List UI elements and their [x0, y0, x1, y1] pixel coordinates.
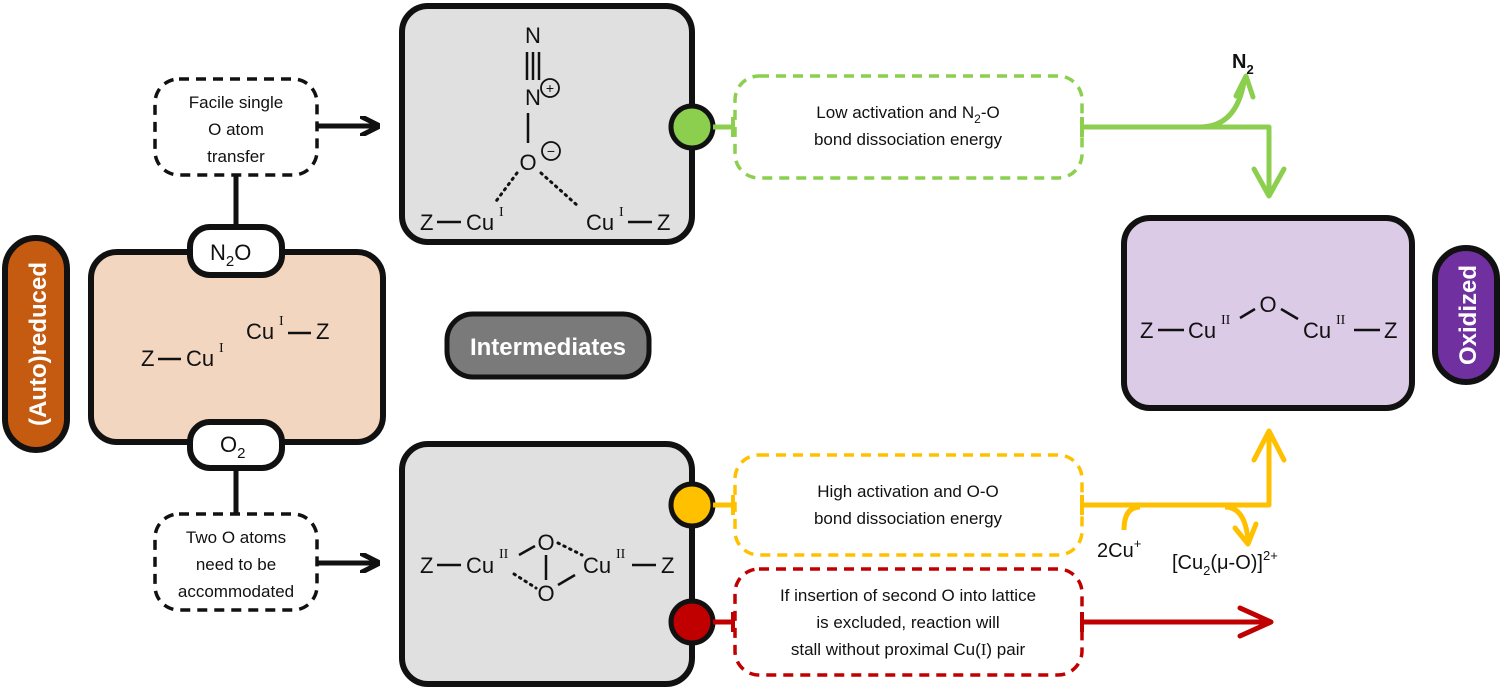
cu-atom: Cu — [186, 346, 214, 371]
svg-text:Facile single: Facile single — [189, 93, 284, 112]
red-pathway-line-3: stall without proximal Cu(I) pair — [791, 640, 1026, 659]
svg-text:+: + — [546, 80, 554, 96]
svg-text:bond dissociation energy: bond dissociation energy — [814, 130, 1003, 149]
svg-text:−: − — [547, 143, 555, 159]
red-pathway: If insertion of second O into lattice is… — [668, 567, 1274, 677]
svg-text:need to be: need to be — [196, 555, 276, 574]
svg-text:O atom: O atom — [208, 120, 264, 139]
oxidation-state: I — [279, 314, 284, 329]
svg-text:High activation and O-O: High activation and O-O — [817, 482, 998, 501]
arrow-up-icon — [1251, 428, 1287, 463]
oxidized-badge: Oxidized — [1432, 245, 1500, 385]
svg-text:II: II — [616, 547, 626, 562]
svg-text:transfer: transfer — [207, 147, 265, 166]
svg-text:II: II — [1336, 313, 1346, 328]
reduced-badge-label: (Auto)reduced — [25, 262, 52, 426]
z-atom: Z — [316, 319, 329, 344]
arrow-down-icon — [1232, 521, 1259, 547]
svg-text:Z: Z — [420, 553, 433, 578]
svg-text:Z: Z — [657, 210, 670, 235]
n2o-reactant-pill: N2O — [187, 175, 285, 278]
svg-text:Two O atoms: Two O atoms — [186, 528, 286, 547]
yellow-status-dot — [668, 481, 716, 529]
svg-text:Z: Z — [1384, 318, 1397, 343]
intermediates-badge: Intermediates — [444, 311, 652, 380]
green-status-dot — [668, 103, 716, 151]
negative-charge-icon — [541, 141, 561, 161]
intermediate-o2-box: Z Cu II O O Cu II Z — [399, 441, 695, 687]
reduced-badge: (Auto)reduced — [2, 235, 70, 453]
svg-text:Cu: Cu — [1303, 318, 1331, 343]
o2-reactant-pill: O2 — [187, 419, 285, 514]
n2-product: N2 — [1232, 51, 1254, 77]
svg-text:If insertion of second O into: If insertion of second O into lattice — [780, 586, 1036, 605]
svg-text:is excluded, reaction will: is excluded, reaction will — [816, 613, 999, 632]
svg-text:N: N — [525, 23, 541, 48]
svg-text:I: I — [619, 205, 624, 220]
svg-text:Z: Z — [1140, 318, 1153, 343]
svg-text:O: O — [519, 150, 536, 175]
svg-text:II: II — [499, 547, 509, 562]
oxidation-state: I — [219, 341, 224, 356]
cu-atom: Cu — [246, 319, 274, 344]
svg-text:Cu: Cu — [466, 553, 494, 578]
svg-text:Cu: Cu — [583, 553, 611, 578]
svg-text:O: O — [537, 530, 554, 555]
svg-text:O: O — [537, 581, 554, 606]
yellow-pathway: High activation and O-O bond dissociatio… — [668, 428, 1287, 578]
green-pathway: Low activation and N2-O bond dissociatio… — [668, 51, 1287, 199]
svg-text:O: O — [1259, 292, 1276, 317]
svg-text:I: I — [499, 205, 504, 220]
oxidized-badge-label: Oxidized — [1455, 265, 1482, 365]
cu-plus-reactant: 2Cu+ — [1097, 536, 1141, 562]
o2-label: O2 — [220, 432, 245, 462]
svg-text:Z: Z — [420, 210, 433, 235]
intermediate-n2o-box: N N + O − Z Cu I Cu I Z — [399, 3, 695, 245]
svg-text:Cu: Cu — [586, 210, 614, 235]
red-status-dot — [668, 598, 716, 646]
cu2-mu-o-product: [Cu2(μ-O)]2+ — [1172, 548, 1278, 578]
svg-text:bond dissociation energy: bond dissociation energy — [814, 509, 1003, 528]
n2o-label: N2O — [210, 240, 251, 270]
intermediates-badge-label: Intermediates — [470, 334, 626, 361]
positive-charge-icon — [540, 78, 560, 98]
svg-text:Z: Z — [661, 553, 674, 578]
svg-text:N: N — [525, 85, 541, 110]
arrow-right-icon — [1237, 605, 1274, 639]
note-n2o-path: Facile single O atom transfer — [153, 77, 378, 177]
svg-text:accommodated: accommodated — [178, 582, 294, 601]
oxidized-state-box: Z Cu II O Cu II Z — [1121, 215, 1415, 411]
green-pathway-line-1: Low activation and N2-O — [816, 103, 999, 126]
arrow-up-icon — [1233, 73, 1256, 100]
arrow-down-icon — [1251, 166, 1287, 199]
svg-text:Cu: Cu — [1188, 318, 1216, 343]
z-atom: Z — [141, 346, 154, 371]
svg-text:II: II — [1221, 313, 1231, 328]
svg-text:Cu: Cu — [466, 210, 494, 235]
reduced-state-box: Z Cu I Cu I Z — [88, 249, 386, 445]
note-o2-path: Two O atoms need to be accommodated — [153, 512, 378, 612]
